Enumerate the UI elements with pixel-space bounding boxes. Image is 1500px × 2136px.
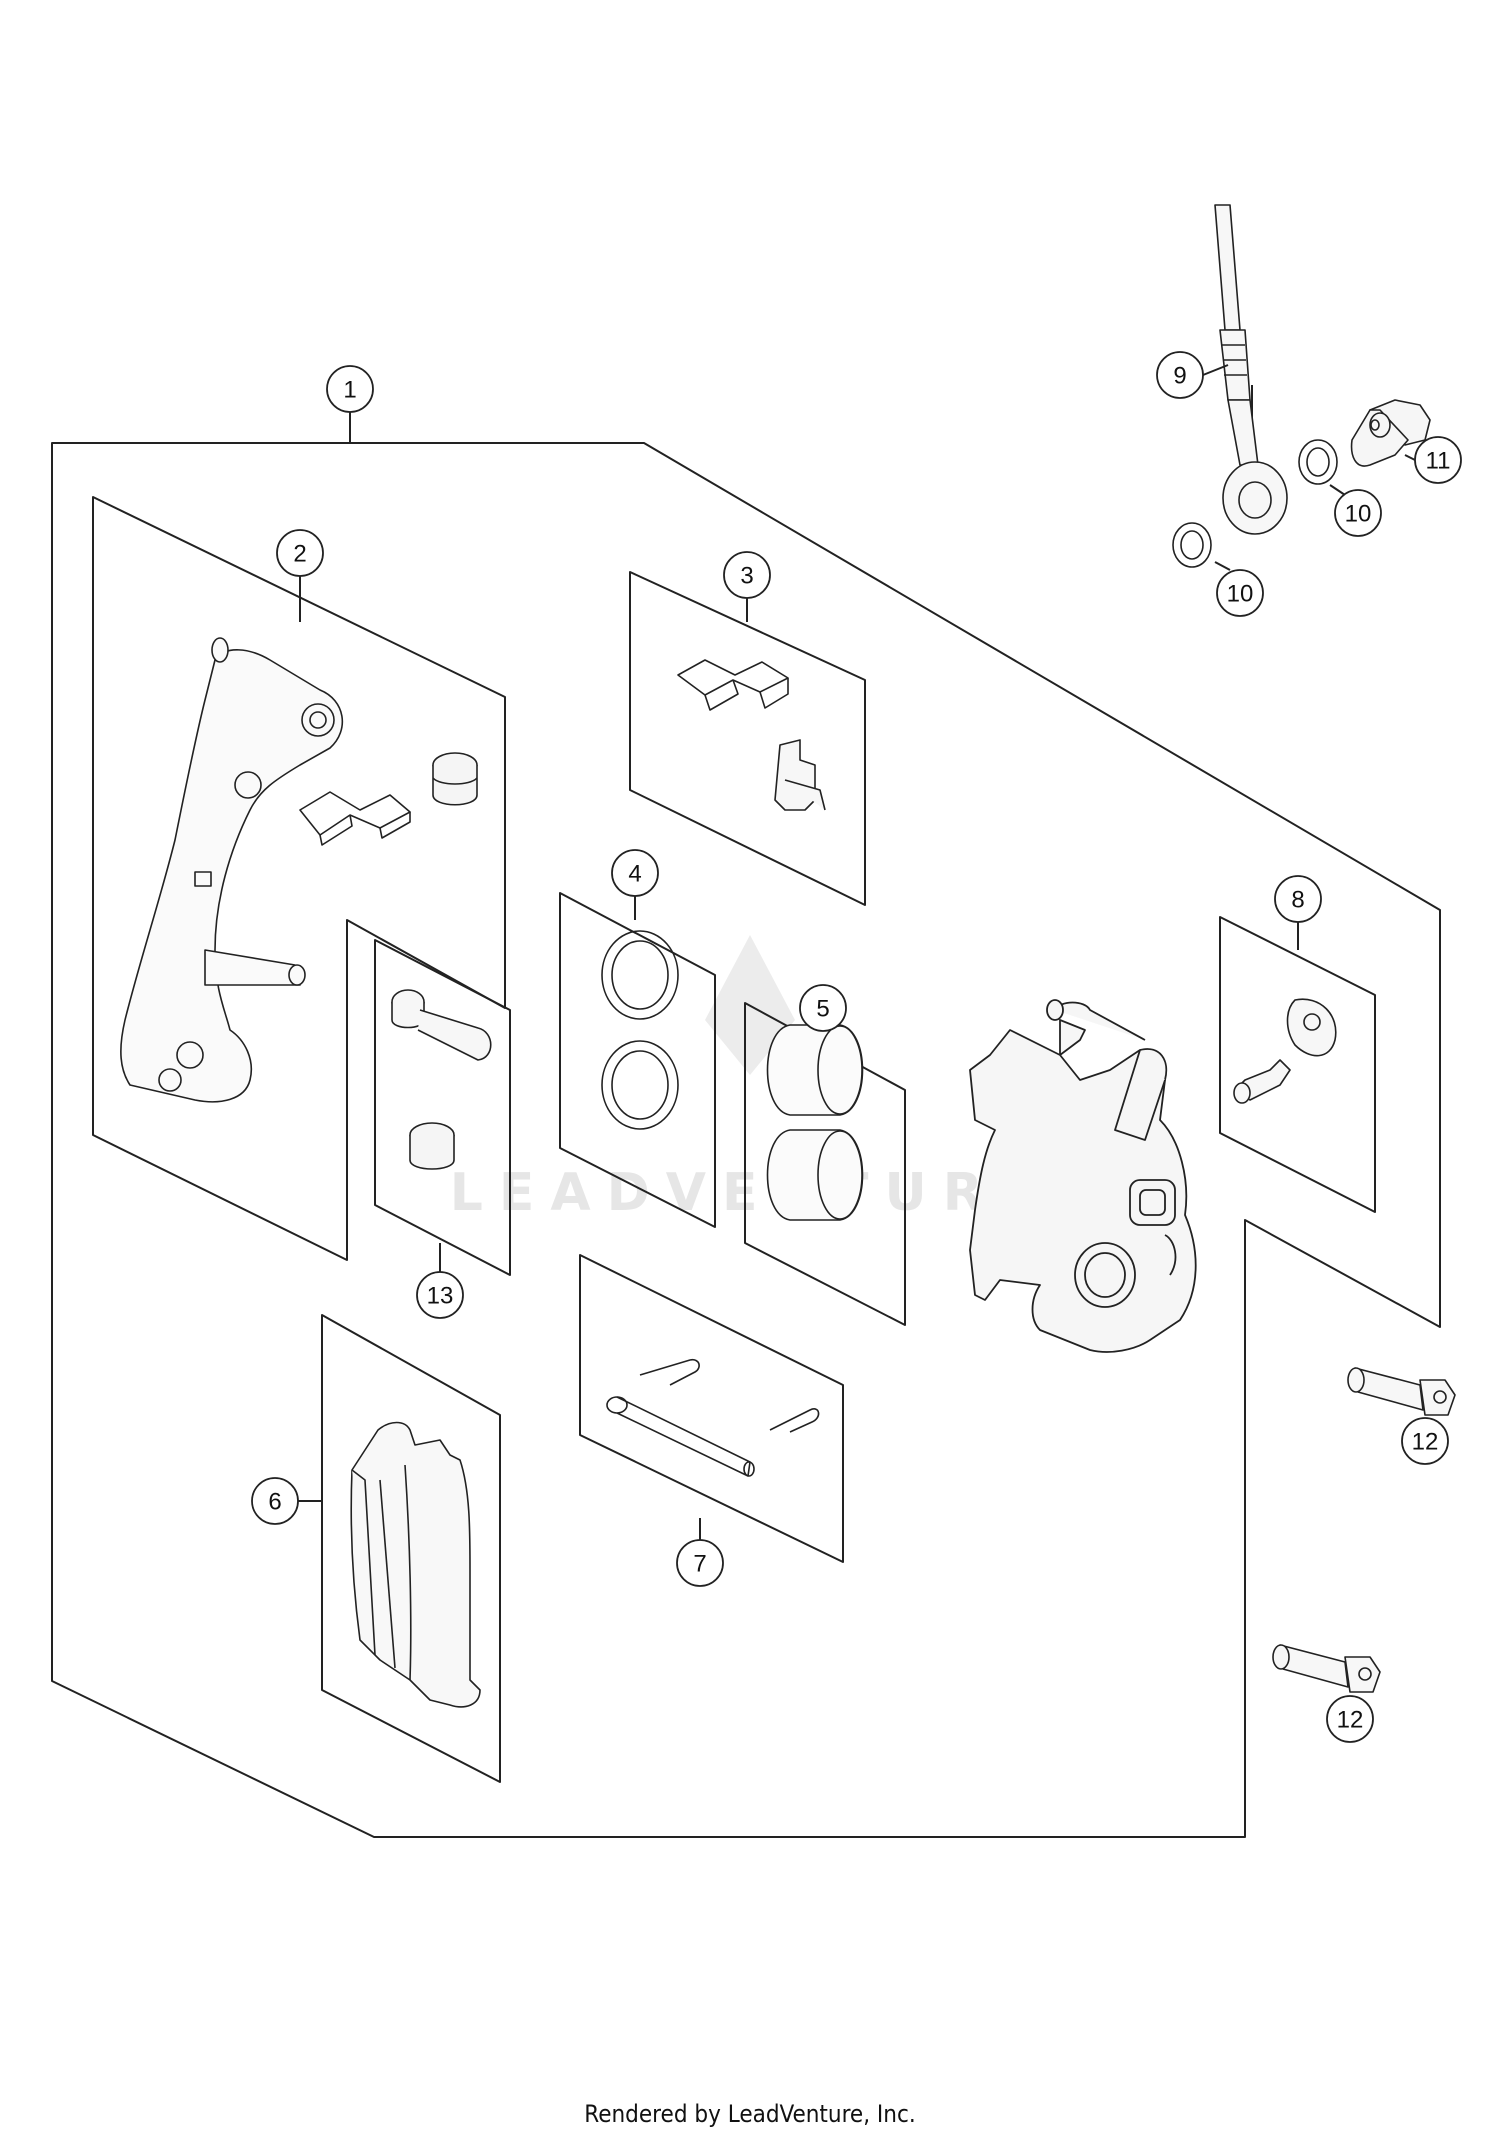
leader-10a	[1329, 484, 1346, 496]
panel-2	[92, 496, 506, 1261]
callout-circle-5[interactable]	[799, 984, 847, 1032]
callout-circle-1[interactable]	[326, 365, 374, 413]
panel-6	[321, 1314, 501, 1783]
caliper-housing	[970, 1000, 1196, 1352]
callout-label-11: 11	[1426, 448, 1451, 475]
callout-circle-4[interactable]	[611, 849, 659, 897]
callout-label-8: 8	[1291, 887, 1304, 914]
panel-4	[559, 892, 716, 1228]
pad-spring	[678, 660, 788, 710]
panel-8	[1219, 916, 1376, 1213]
callout-label-5: 5	[816, 996, 829, 1023]
callout-circle-11[interactable]	[1414, 436, 1462, 484]
bleeder-cap	[1288, 999, 1336, 1055]
piston-upper	[768, 1025, 863, 1115]
callout-circle-13[interactable]	[416, 1271, 464, 1319]
mounting-bolt-upper	[1348, 1368, 1455, 1415]
callout-label-4: 4	[628, 861, 641, 888]
watermark: LEADVENTURE	[450, 935, 1051, 1223]
caliper-bracket	[121, 638, 342, 1102]
pad-pin	[607, 1397, 754, 1476]
callout-circle-7[interactable]	[676, 1539, 724, 1587]
callout-circle-6[interactable]	[251, 1477, 299, 1525]
callout-circle-12a[interactable]	[1401, 1417, 1449, 1465]
banjo-bolt	[1352, 400, 1430, 466]
guide-pin	[392, 990, 491, 1060]
callout-label-12b: 12	[1337, 1707, 1364, 1734]
callout-circle-10a[interactable]	[1334, 489, 1382, 537]
watermark-text: LEADVENTURE	[450, 1163, 1051, 1223]
leader-10b	[1214, 561, 1231, 571]
bleeder-valve	[1234, 1060, 1290, 1103]
piston-lower	[768, 1130, 863, 1220]
sealing-washer-lower	[1173, 523, 1211, 567]
retainer-clip	[775, 740, 825, 810]
callout-label-13: 13	[427, 1283, 454, 1310]
brake-hose	[1215, 205, 1287, 534]
panel-13	[374, 939, 511, 1276]
callout-label-6: 6	[268, 1489, 281, 1516]
callout-label-9: 9	[1173, 363, 1186, 390]
callout-circle-3[interactable]	[723, 551, 771, 599]
mounting-bolt-lower	[1273, 1645, 1380, 1692]
footer-credit: Rendered by LeadVenture, Inc.	[584, 2100, 916, 2128]
brake-pad	[351, 1423, 480, 1707]
callout-label-3: 3	[740, 563, 753, 590]
assembly-outline	[51, 442, 1441, 1838]
callout-label-10a: 10	[1345, 501, 1372, 528]
piston-seal-lower	[602, 1041, 678, 1129]
callout-circle-8[interactable]	[1274, 875, 1322, 923]
r-clip-lower	[770, 1409, 819, 1432]
panel-7	[579, 1254, 844, 1563]
panel-3	[629, 571, 866, 906]
callout-circle-2[interactable]	[276, 529, 324, 577]
callout-label-12a: 12	[1412, 1429, 1439, 1456]
leader-9b	[1202, 364, 1229, 376]
pad-spring-clip	[300, 792, 410, 845]
piston-seal-upper	[602, 931, 678, 1019]
sealing-washer-upper	[1299, 440, 1337, 484]
r-clip-upper	[640, 1360, 699, 1385]
callout-label-2: 2	[293, 541, 306, 568]
dust-boot	[410, 1123, 454, 1169]
callout-label-7: 7	[693, 1551, 706, 1578]
slide-pin-boot	[433, 753, 477, 805]
callout-circle-12b[interactable]	[1326, 1695, 1374, 1743]
callout-label-10b: 10	[1227, 581, 1254, 608]
callout-circle-10b[interactable]	[1216, 569, 1264, 617]
callout-label-1: 1	[343, 377, 356, 404]
leader-11	[1404, 454, 1416, 461]
